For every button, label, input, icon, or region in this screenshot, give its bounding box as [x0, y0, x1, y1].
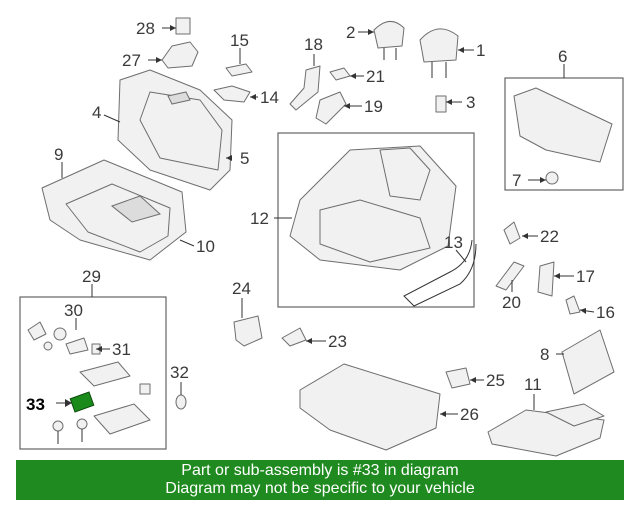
callout-27: 27 [122, 51, 141, 70]
part-15-tag [225, 63, 253, 77]
part-23-clip [281, 327, 307, 347]
callout-16: 16 [596, 303, 615, 322]
callout-26: 26 [460, 405, 479, 424]
callout-6: 6 [558, 47, 567, 66]
part-8-panel [561, 329, 615, 395]
callout-28: 28 [136, 19, 155, 38]
part-29-box [19, 296, 167, 450]
part-11-board [487, 403, 605, 457]
part-3-guide [435, 95, 447, 113]
callout-31: 31 [112, 340, 131, 359]
part-7-clip [545, 171, 559, 185]
part-2-headrest [373, 21, 405, 60]
callout-25: 25 [486, 371, 505, 390]
callout-5: 5 [240, 149, 249, 168]
callout-21: 21 [366, 67, 385, 86]
part-9-10-seat-cushion [41, 159, 187, 261]
callout-2: 2 [346, 23, 355, 42]
part-16-pin [565, 295, 581, 315]
callout-3: 3 [466, 93, 475, 112]
callout-18: 18 [304, 35, 323, 54]
callout-10: 10 [196, 237, 215, 256]
callout-22: 22 [540, 227, 559, 246]
part-30-bracket [27, 321, 67, 351]
part-31-clip [65, 337, 101, 355]
part-26-floor-board [299, 363, 441, 451]
part-ecu-lower [52, 403, 151, 444]
callout-14: 14 [260, 88, 279, 107]
leader-arrows [65, 25, 586, 417]
info-banner: Part or sub-assembly is #33 in diagram D… [16, 460, 624, 500]
callout-32: 32 [170, 363, 189, 382]
callout-11: 11 [524, 375, 542, 394]
part-33-highlighted [69, 391, 95, 413]
part-21-clip [329, 67, 351, 81]
callout-8: 8 [540, 345, 549, 364]
callout-1: 1 [476, 41, 485, 60]
part-1-headrest [419, 28, 459, 78]
callout-23: 23 [328, 332, 347, 351]
callout-20: 20 [502, 293, 521, 312]
callout-29: 29 [82, 267, 101, 286]
banner-line-1: Part or sub-assembly is #33 in diagram [181, 462, 459, 479]
callout-15: 15 [230, 31, 249, 50]
part-12-seat-frame [289, 145, 457, 271]
callout-4: 4 [92, 103, 101, 122]
part-18-trim [289, 65, 321, 111]
part-20-bracket [495, 261, 525, 291]
callout-33: 33 [26, 395, 45, 414]
part-27-cap [161, 41, 199, 69]
part-19-trim [315, 91, 347, 125]
part-32-ring [175, 394, 187, 410]
part-12-frame-box [277, 132, 475, 308]
callout-7: 7 [512, 171, 521, 190]
callout-17: 17 [576, 267, 595, 286]
callout-19: 19 [364, 97, 383, 116]
callout-9: 9 [54, 145, 63, 164]
banner-line-2: Diagram may not be specific to your vehi… [165, 480, 475, 497]
callout-13: 13 [444, 233, 463, 252]
part-6-panel [513, 87, 613, 163]
callout-12: 12 [250, 209, 269, 228]
part-25-clip [445, 367, 471, 389]
part-14-bracket [213, 85, 251, 103]
part-28-clip [175, 17, 191, 35]
callout-30: 30 [64, 301, 83, 320]
part-24-cover [233, 315, 263, 347]
part-22-clip [503, 221, 521, 245]
callout-24: 24 [232, 279, 251, 298]
part-ecu-module [79, 361, 151, 395]
part-13-cable [403, 239, 477, 307]
part-4-5-seat-back [117, 69, 233, 191]
part-17-bracket [537, 261, 555, 297]
callout-labels: 28 27 15 14 4 5 9 10 2 1 3 18 21 19 12 1… [26, 19, 615, 424]
